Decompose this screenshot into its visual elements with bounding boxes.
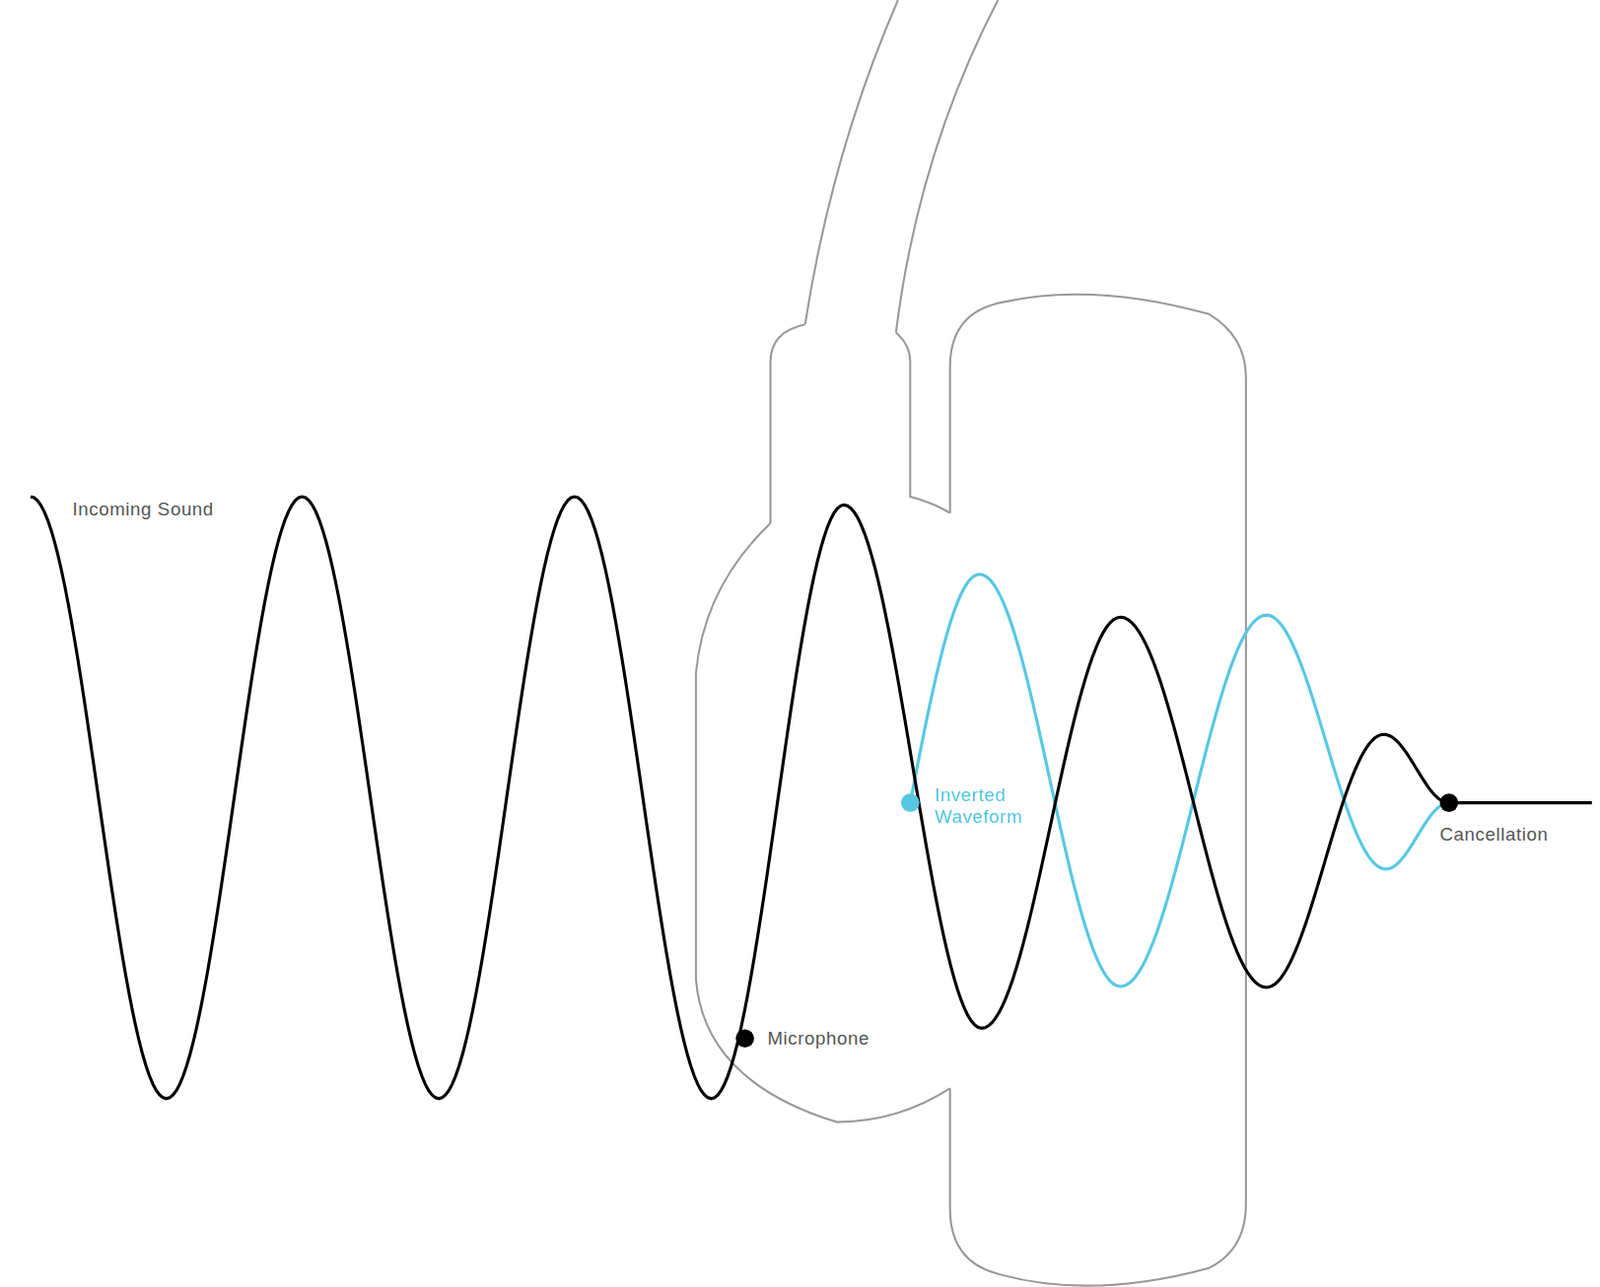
headband-inner — [896, 0, 999, 333]
band-joint — [770, 324, 806, 524]
headband-outer — [805, 0, 899, 325]
label: Incoming Sound — [69, 497, 216, 521]
headphone-outline — [695, 0, 1247, 1287]
label: Cancellation — [1437, 823, 1550, 846]
microphone-dot — [735, 1029, 755, 1048]
ear-cushion — [695, 523, 951, 1123]
inverted-wave — [909, 574, 1450, 987]
band-joint — [896, 332, 951, 513]
incoming-wave — [30, 496, 1593, 1100]
inverted-dot — [901, 793, 920, 813]
label: Inverted Waveform — [932, 783, 1036, 830]
label: Microphone — [765, 1027, 872, 1050]
cancellation-dot — [1440, 793, 1460, 813]
